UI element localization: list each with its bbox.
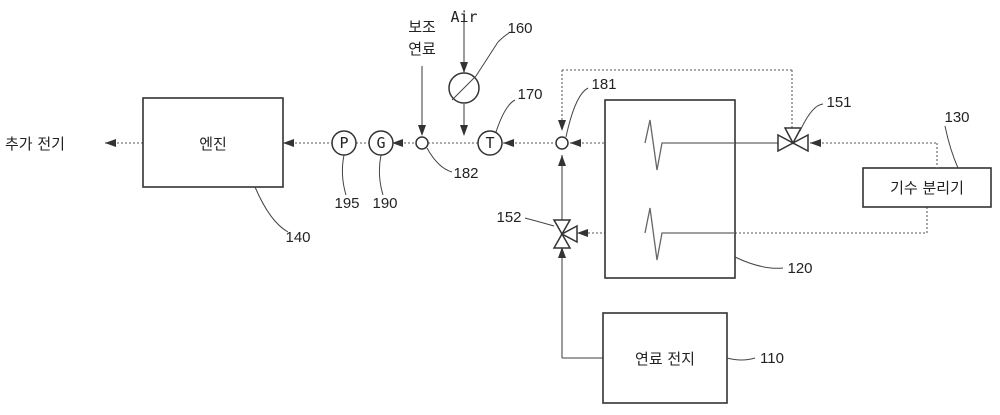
main-line-arrows — [105, 139, 821, 147]
ref-120: 120 — [787, 260, 812, 277]
engine-box — [142, 97, 284, 188]
extra-power-label: 추가 전기 — [5, 135, 65, 153]
ref-151: 151 — [826, 94, 851, 111]
separator-box — [862, 167, 992, 208]
arrow-into-151 — [810, 139, 821, 147]
pump-letter: P — [339, 134, 348, 152]
aux-fuel-label-line1: 보조 — [408, 18, 436, 36]
ref-170: 170 — [517, 86, 542, 103]
upper-coil — [644, 119, 735, 171]
ref-140: 140 — [285, 229, 310, 246]
fuel-cell-box — [602, 312, 728, 404]
turbine-symbol — [477, 130, 503, 156]
ref-110: 110 — [760, 350, 784, 367]
valve-151 — [777, 127, 809, 153]
fuel-cell-label: 연료 전지 — [635, 350, 695, 368]
engine-label: 엔진 — [199, 135, 227, 153]
air-label: Air — [450, 8, 477, 26]
arrow-extra-power — [105, 139, 116, 147]
valve-152 — [552, 219, 578, 249]
arrow-into-G — [392, 139, 403, 147]
heat-exchanger-box — [604, 99, 736, 279]
ref-130: 130 — [944, 109, 969, 126]
bypass-loop — [558, 69, 793, 131]
ref-181: 181 — [591, 76, 616, 93]
fuel-cell-feed-line — [558, 155, 603, 359]
lower-coil — [644, 207, 735, 261]
ref-195: 195 — [334, 195, 359, 212]
ref-160: 160 — [507, 20, 532, 37]
reference-numerals: 160 170 181 151 130 182 195 190 140 152 … — [254, 20, 970, 367]
turbine-letter: T — [485, 134, 494, 152]
aux-fuel-label-line2: 연료 — [408, 40, 436, 58]
compressor-160 — [448, 41, 499, 104]
ref-190: 190 — [372, 195, 397, 212]
separator-label: 기수 분리기 — [890, 179, 964, 197]
ref-152: 152 — [496, 209, 521, 226]
arrow-into-engine — [283, 139, 294, 147]
generator-letter: G — [376, 134, 385, 152]
injection-lines — [418, 14, 468, 136]
ref-182: 182 — [453, 165, 478, 182]
mixer-182 — [415, 136, 429, 150]
arrow-into-181 — [570, 139, 581, 147]
arrow-into-T — [503, 139, 514, 147]
junction-181 — [555, 136, 569, 150]
